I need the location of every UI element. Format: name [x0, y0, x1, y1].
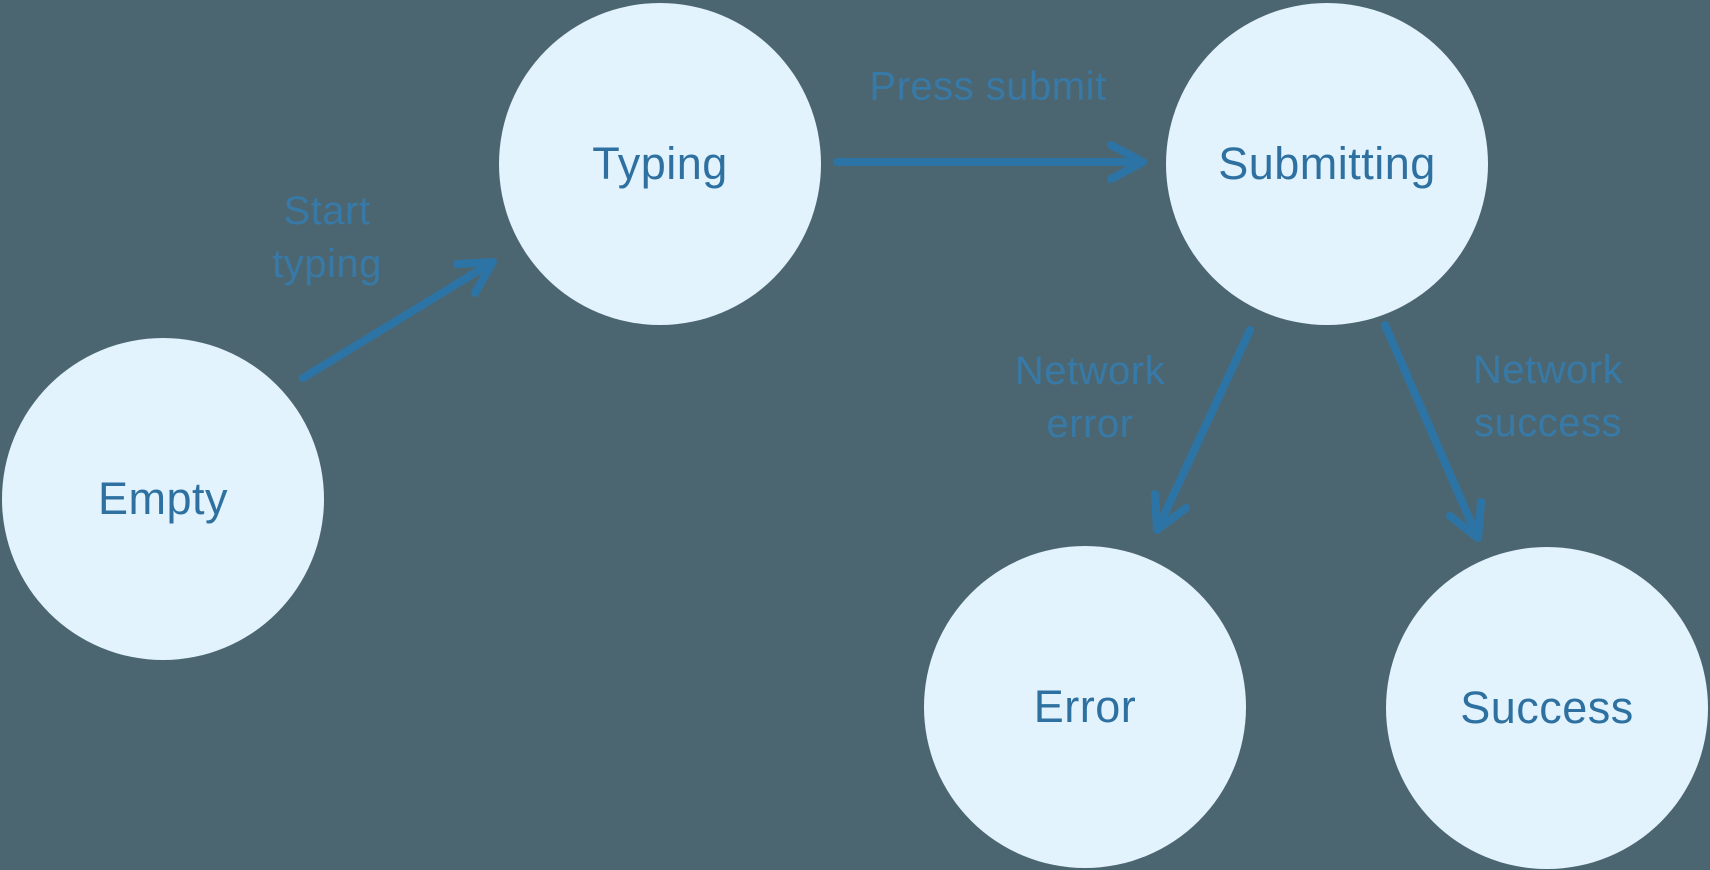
arrow-network-error: [1151, 326, 1254, 534]
state-node-success: Success: [1386, 547, 1708, 869]
state-label-submitting: Submitting: [1218, 138, 1436, 189]
transition-label-network-error: Network error: [1014, 349, 1166, 446]
arrow-press-submit: [833, 141, 1147, 183]
arrow-network-success: [1381, 321, 1485, 542]
transition-label-press-submit: Press submit: [869, 64, 1107, 109]
state-label-typing: Typing: [592, 138, 728, 189]
transition-label-network-success: Network success: [1472, 348, 1624, 445]
state-label-success: Success: [1460, 682, 1634, 733]
state-label-error: Error: [1033, 681, 1137, 732]
state-node-typing: Typing: [499, 3, 821, 325]
state-node-empty: Empty: [2, 338, 324, 660]
transition-label-start-typing: Start typing: [272, 189, 382, 286]
arrow-start-typing: [299, 258, 497, 382]
state-node-error: Error: [924, 546, 1246, 868]
state-label-empty: Empty: [97, 473, 229, 524]
state-node-submitting: Submitting: [1166, 3, 1488, 325]
